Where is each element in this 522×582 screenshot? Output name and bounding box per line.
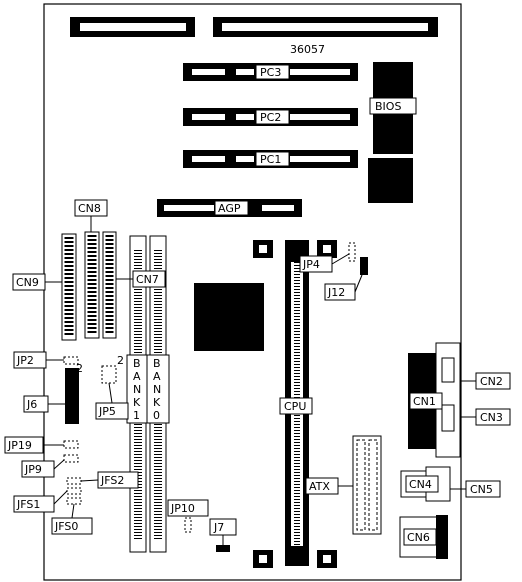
pci-slot-2-label: PC2 <box>260 111 281 124</box>
agp-slot: AGP <box>157 199 302 217</box>
jp5-label: JP5 <box>98 405 116 418</box>
jp19-jumper: JP19 <box>4 436 79 454</box>
jp9-label: JP9 <box>24 463 42 476</box>
bank1-letter-5: 1 <box>133 409 140 422</box>
cn5-connector: CN5 <box>450 480 501 498</box>
cn7-label: CN7 <box>136 273 159 286</box>
dimm-bank-0: B A N K 0 <box>146 235 170 553</box>
jp2-jumper: JP2 <box>13 351 79 369</box>
board-outline <box>43 3 462 581</box>
jfs-jumpers: JFS2 JFS1 JFS0 <box>13 471 139 535</box>
pci-slot-1: PC1 <box>183 150 358 168</box>
j12-header: J12 <box>324 257 368 301</box>
bank0-letter-5: 0 <box>153 409 160 422</box>
jp2-label: JP2 <box>16 354 34 367</box>
bank1-letter-3: N <box>133 383 141 396</box>
cn6-connector: CN6 <box>399 515 448 559</box>
atx-connector: ATX <box>305 435 382 535</box>
cn5-label: CN5 <box>470 483 493 496</box>
bank0-letter-4: K <box>153 396 161 409</box>
cn2-label: CN2 <box>480 375 503 388</box>
atx-label: ATX <box>309 480 330 493</box>
j6-header: 2 J6 <box>23 362 83 424</box>
cn3-connector: CN3 <box>460 408 511 426</box>
bank0-letter-1: B <box>153 357 161 370</box>
bank1-letter-2: A <box>133 370 141 383</box>
north-bridge-chip <box>194 283 264 351</box>
bios-chip: BIOS <box>369 62 417 154</box>
pci-slot-2: PC2 <box>183 108 358 126</box>
jfs0-label: JFS0 <box>54 520 78 533</box>
jfs2-label: JFS2 <box>100 474 124 487</box>
bank1-letter-1: B <box>133 357 141 370</box>
j7-header: J7 <box>209 518 237 552</box>
bios-label: BIOS <box>375 100 401 113</box>
jp10-label: JP10 <box>170 502 195 515</box>
agp-slot-label: AGP <box>218 202 241 215</box>
j7-label: J7 <box>213 521 224 534</box>
jp4-label: JP4 <box>302 258 320 271</box>
bank0-letter-3: N <box>153 383 161 396</box>
jp10-jumper: JP10 <box>167 499 209 533</box>
pci-slot-1-label: PC1 <box>260 153 281 166</box>
chipset <box>368 158 413 203</box>
cn7-connector: CN7 <box>102 231 166 339</box>
cn3-label: CN3 <box>480 411 503 424</box>
cpu-label: CPU <box>284 400 306 413</box>
jp4-jumper: JP4 <box>299 242 356 273</box>
j12-label: J12 <box>327 286 345 299</box>
cn1-label: CN1 <box>413 395 436 408</box>
j6-label: J6 <box>26 398 37 411</box>
pci-slot-3: PC3 <box>183 63 358 81</box>
cn4-label: CN4 <box>409 478 432 491</box>
cn2-connector: CN2 <box>460 372 511 390</box>
jfs1-label: JFS1 <box>16 498 40 511</box>
cn1-connector: CN1 <box>408 342 461 458</box>
cn6-label: CN6 <box>407 531 430 544</box>
bank1-letter-4: K <box>133 396 141 409</box>
jp9-jumper: JP9 <box>21 454 79 478</box>
bank0-letter-2: A <box>153 370 161 383</box>
board-number: 36057 <box>290 43 325 56</box>
cn8-connector: CN8 <box>74 199 108 339</box>
jp5-jumper: 2 JP5 <box>95 354 129 420</box>
cn9-connector: CN9 <box>12 233 77 341</box>
j6-pin-mark: 2 <box>76 362 83 375</box>
cn4-connector: CN4 <box>400 466 451 502</box>
cn8-label: CN8 <box>78 202 101 215</box>
jp19-label: JP19 <box>7 439 32 452</box>
pci-slot-3-label: PC3 <box>260 66 281 79</box>
jp5-pin-mark: 2 <box>117 354 124 367</box>
cpu-slot: CPU <box>253 240 337 568</box>
cn9-label: CN9 <box>16 276 39 289</box>
